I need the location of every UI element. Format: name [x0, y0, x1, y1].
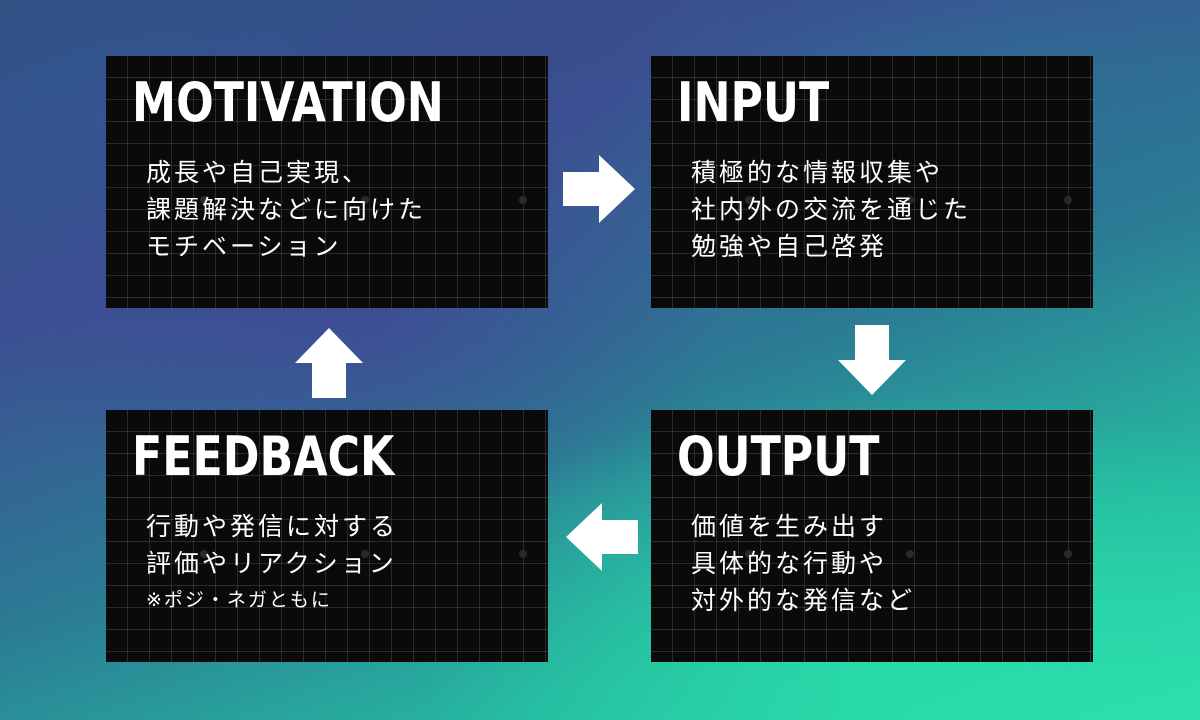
arrow-down-icon: [838, 325, 906, 395]
motivation-line: 成長や自己実現、: [146, 158, 371, 187]
grid-dot: [361, 550, 369, 558]
feedback-line: 評価やリアクション: [146, 549, 397, 578]
grid-dot: [200, 550, 208, 558]
output-line: 価値を生み出す: [691, 512, 888, 541]
input-title: INPUT: [677, 71, 830, 134]
input-box: INPUT 積極的な情報収集や 社内外の交流を通じた 勉強や自己啓発: [651, 56, 1093, 308]
grid-dot: [200, 196, 208, 204]
arrow-up-icon: [295, 328, 363, 398]
feedback-note: ※ポジ・ネガともに: [146, 589, 332, 611]
output-title: OUTPUT: [677, 425, 880, 488]
input-line: 社内外の交流を通じた: [691, 195, 972, 224]
output-line: 対外的な発信など: [691, 586, 916, 615]
motivation-title: MOTIVATION: [132, 71, 444, 134]
feedback-description: 行動や発信に対する 評価やリアクション ※ポジ・ネガともに: [146, 508, 398, 619]
grid-dot: [519, 550, 527, 558]
feedback-line: 行動や発信に対する: [146, 512, 399, 541]
grid-dot: [906, 550, 914, 558]
grid-dot: [745, 550, 753, 558]
motivation-box: MOTIVATION 成長や自己実現、 課題解決などに向けた モチベーション: [106, 56, 548, 308]
grid-dot: [1064, 550, 1072, 558]
grid-dot: [1064, 196, 1072, 204]
grid-dot: [906, 196, 914, 204]
arrow-left-icon: [566, 503, 638, 571]
arrow-right-icon: [563, 155, 635, 223]
feedback-title: FEEDBACK: [132, 425, 395, 488]
motivation-description: 成長や自己実現、 課題解決などに向けた モチベーション: [146, 154, 426, 265]
feedback-box: FEEDBACK 行動や発信に対する 評価やリアクション ※ポジ・ネガともに: [106, 410, 548, 662]
motivation-line: 課題解決などに向けた: [146, 195, 427, 224]
output-box: OUTPUT 価値を生み出す 具体的な行動や 対外的な発信など: [651, 410, 1093, 662]
grid-dot: [361, 196, 369, 204]
input-line: 勉強や自己啓発: [691, 232, 888, 261]
output-description: 価値を生み出す 具体的な行動や 対外的な発信など: [691, 508, 915, 619]
motivation-line: モチベーション: [146, 232, 342, 261]
input-description: 積極的な情報収集や 社内外の交流を通じた 勉強や自己啓発: [691, 154, 971, 265]
grid-dot: [519, 196, 527, 204]
grid-dot: [745, 196, 753, 204]
input-line: 積極的な情報収集や: [691, 158, 944, 187]
output-line: 具体的な行動や: [691, 549, 888, 578]
